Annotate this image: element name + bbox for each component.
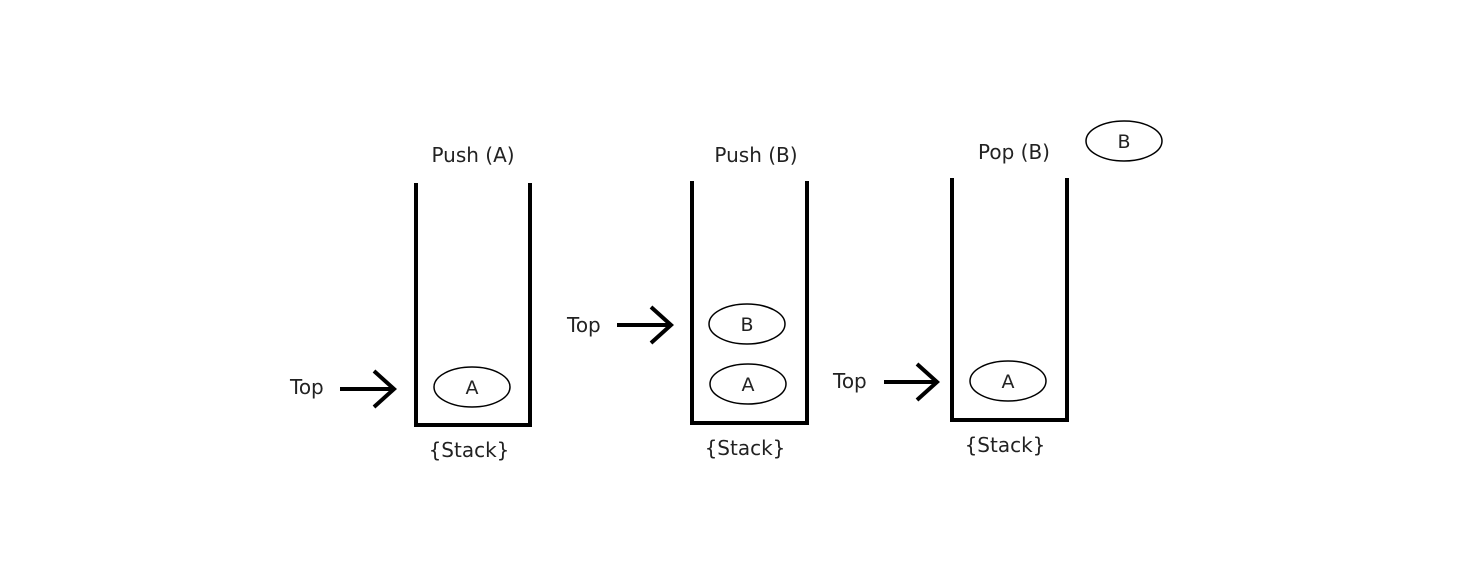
panel-push-a: Push (A) A {Stack} Top	[289, 143, 532, 462]
popped-item: B	[1085, 120, 1163, 162]
top-pointer: Top	[832, 362, 940, 402]
stack-label: {Stack}	[429, 438, 510, 462]
arrow-right-icon	[617, 305, 674, 345]
stack-container	[690, 181, 809, 425]
top-label: Top	[832, 369, 867, 393]
stack-item-label: B	[740, 314, 753, 336]
panel-title: Pop (B)	[978, 140, 1050, 164]
stack-container	[414, 183, 532, 427]
panel-title: Push (B)	[714, 143, 797, 167]
stack-container	[950, 178, 1069, 422]
arrow-right-icon	[884, 362, 940, 402]
popped-item-label: B	[1117, 131, 1130, 153]
stack-item-oval	[433, 366, 511, 408]
stack-item: A	[709, 363, 787, 405]
stack-item: B	[708, 303, 786, 345]
arrow-right-icon	[340, 369, 397, 409]
panel-push-b: Push (B) A B {Stack} Top	[566, 143, 809, 460]
stack-item-oval	[969, 360, 1047, 402]
popped-item-oval	[1085, 120, 1163, 162]
stack-item-label: A	[1002, 371, 1015, 393]
stack-item-label: A	[466, 377, 479, 399]
stack-label: {Stack}	[705, 436, 786, 460]
top-label: Top	[566, 313, 601, 337]
top-pointer: Top	[289, 369, 397, 409]
top-pointer: Top	[566, 305, 674, 345]
stack-label: {Stack}	[965, 433, 1046, 457]
panel-title: Push (A)	[431, 143, 514, 167]
panel-pop-b: Pop (B) B A {Stack} Top	[832, 120, 1163, 457]
stack-item: A	[969, 360, 1047, 402]
top-label: Top	[289, 375, 324, 399]
stack-item-oval	[708, 303, 786, 345]
stack-item: A	[433, 366, 511, 408]
stack-item-oval	[709, 363, 787, 405]
stack-item-label: A	[742, 374, 755, 396]
